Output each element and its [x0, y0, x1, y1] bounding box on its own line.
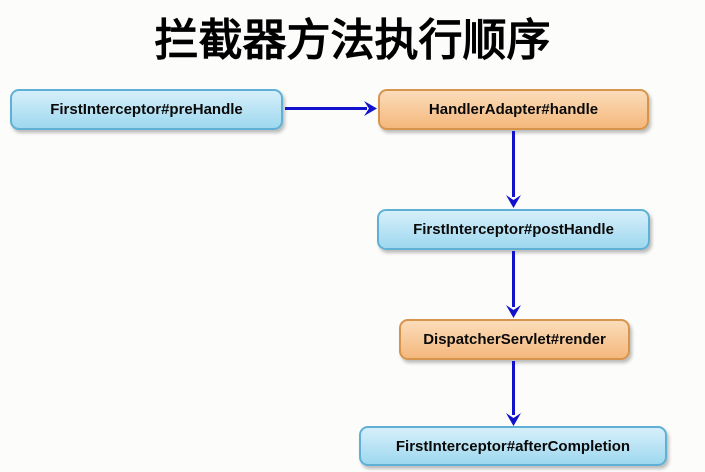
arrow-shaft [512, 361, 515, 415]
arrow-shaft [285, 107, 367, 110]
node-label: FirstInterceptor#postHandle [413, 221, 614, 238]
node-first-interceptor-aftercompletion: FirstInterceptor#afterCompletion [359, 426, 667, 466]
node-dispatcher-servlet-render: DispatcherServlet#render [399, 319, 630, 360]
node-label: FirstInterceptor#afterCompletion [395, 437, 631, 455]
arrow-shaft [512, 131, 515, 197]
node-label: HandlerAdapter#handle [428, 101, 599, 118]
diagram-title: 拦截器方法执行顺序 [154, 16, 551, 65]
node-label: FirstInterceptor#preHandle [50, 101, 243, 118]
node-first-interceptor-prehandle: FirstInterceptor#preHandle [10, 89, 283, 130]
arrow-shaft [512, 251, 515, 307]
node-label: DispatcherServlet#render [423, 331, 606, 348]
node-handler-adapter-handle: HandlerAdapter#handle [378, 89, 649, 130]
node-first-interceptor-posthandle: FirstInterceptor#postHandle [377, 209, 650, 250]
